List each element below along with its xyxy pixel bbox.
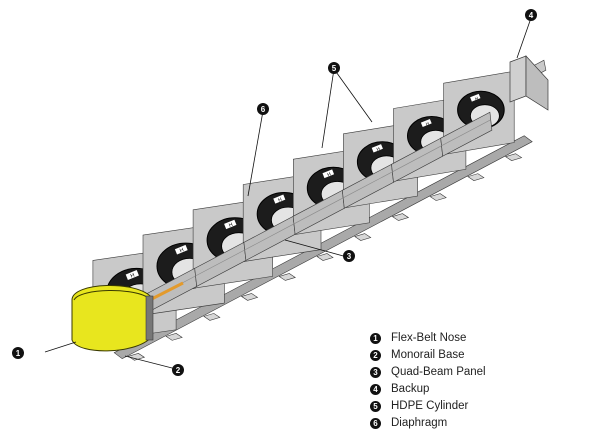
- beam-corrugation: [391, 145, 441, 173]
- legend-label: Flex-Belt Nose: [391, 332, 467, 344]
- cylinder-lettering: H: [425, 121, 430, 127]
- legend-badge: 1: [370, 332, 381, 344]
- legend-badge: 3: [370, 366, 381, 378]
- legend-label: Backup: [391, 383, 430, 395]
- monorail-foot: [354, 233, 372, 241]
- nose-belt: [71, 284, 153, 352]
- backup-assembly: [509, 55, 549, 111]
- monorail-foot: [504, 153, 523, 162]
- callout-leaders: [44, 17, 532, 370]
- callout-badges: 1 2 3 4 5 6: [12, 9, 537, 376]
- cylinder-lettering: H: [228, 222, 234, 229]
- legend-item-monorail-base: 2 Monorail Base: [370, 347, 595, 363]
- cylinder-label-patch: [420, 118, 432, 128]
- legend-badge: 2: [370, 349, 381, 361]
- cylinder-lettering: H: [277, 197, 283, 204]
- cylinder-label-patch: [174, 244, 188, 255]
- callout-number: 5: [332, 64, 337, 73]
- quad-beam-panel: [440, 111, 493, 157]
- cylinder-lettering: H: [376, 146, 381, 152]
- beam-corrugation: [292, 198, 343, 225]
- monorail-foot: [240, 293, 259, 301]
- backup-side: [525, 55, 549, 111]
- beam-corrugation: [440, 119, 491, 147]
- leader-line: [44, 341, 77, 353]
- cylinder-label-patch: [371, 144, 383, 153]
- beam-corrugation: [243, 224, 294, 251]
- legend-label: HDPE Cylinder: [391, 400, 469, 412]
- monorail-foot: [391, 213, 410, 221]
- callout-badge: [172, 364, 184, 376]
- nose-end-plate: [145, 295, 154, 341]
- nose-top-edge: [73, 290, 151, 301]
- cylinder-label-patch: [125, 270, 139, 280]
- monorail-foot: [316, 253, 334, 261]
- callout-badge: [525, 9, 537, 21]
- cylinder-label-patch: [470, 93, 481, 102]
- cylinder-lettering: H: [179, 247, 185, 254]
- legend-label: Quad-Beam Panel: [391, 366, 486, 378]
- leader-line: [321, 68, 335, 149]
- callout-number: 6: [261, 105, 266, 114]
- leader-line: [516, 17, 532, 59]
- beam-corrugation: [194, 250, 245, 277]
- backup-plate: [509, 55, 527, 103]
- legend-badge: 6: [370, 417, 381, 429]
- legend-badge: 4: [370, 383, 381, 395]
- monorail-foot: [467, 173, 485, 181]
- monorail-foot: [165, 333, 183, 341]
- front-beam-panels: [95, 111, 493, 339]
- flex-belt-nose: [71, 284, 154, 352]
- cylinder-label-patch: [322, 169, 335, 179]
- beam-corrugation: [342, 172, 392, 199]
- callout-badge: [343, 250, 355, 262]
- monorail-foot: [278, 273, 296, 281]
- parts-legend: 1 Flex-Belt Nose 2 Monorail Base 3 Quad-…: [370, 330, 595, 432]
- monorail-foot: [429, 193, 447, 201]
- callout-badge: [12, 347, 24, 359]
- legend-item-backup: 4 Backup: [370, 381, 595, 397]
- cylinder-lettering: H: [130, 272, 136, 279]
- legend-item-hdpe-cylinder: 5 HDPE Cylinder: [370, 398, 595, 414]
- legend-label: Diaphragm: [391, 417, 448, 429]
- callout-badge: [257, 103, 269, 115]
- cylinder-lettering: H: [474, 96, 479, 102]
- callout-badge: [328, 62, 340, 74]
- legend-item-flex-belt-nose: 1 Flex-Belt Nose: [370, 330, 595, 346]
- callout-number: 3: [347, 252, 352, 261]
- callout-number: 1: [16, 349, 21, 358]
- leader-line: [284, 239, 348, 258]
- callout-number: 4: [529, 11, 534, 20]
- monorail-foot: [127, 352, 146, 361]
- leader-line: [333, 68, 373, 123]
- legend-badge: 5: [370, 400, 381, 412]
- leader-line: [124, 355, 177, 370]
- monorail-foot: [203, 313, 221, 321]
- callout-number: 2: [176, 366, 181, 375]
- cylinder-lettering: H: [327, 171, 333, 178]
- cylinder-label-patch: [224, 219, 237, 230]
- cylinder-label-patch: [273, 194, 286, 204]
- legend-item-quad-beam-panel: 3 Quad-Beam Panel: [370, 364, 595, 380]
- leader-line: [247, 110, 264, 197]
- legend-label: Monorail Base: [391, 349, 465, 361]
- legend-item-diaphragm: 6 Diaphragm: [370, 415, 595, 431]
